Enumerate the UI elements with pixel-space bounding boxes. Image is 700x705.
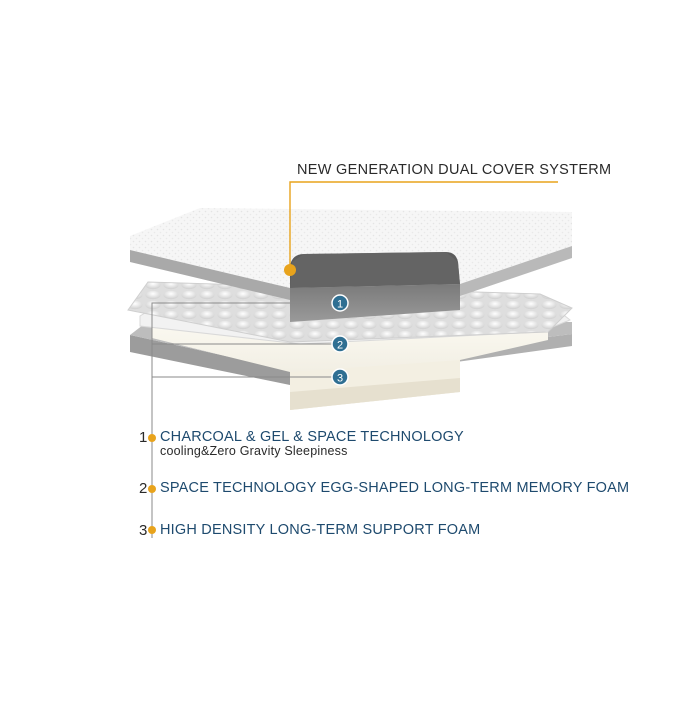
feature-3-number: 3 bbox=[139, 522, 148, 539]
feature-2-number: 2 bbox=[139, 480, 148, 497]
feature-1-number: 1 bbox=[139, 429, 148, 446]
feature-2-dot bbox=[148, 485, 156, 493]
marker-3: 3 bbox=[331, 368, 349, 386]
feature-1-subtitle: cooling&Zero Gravity Sleepiness bbox=[160, 444, 348, 458]
marker-2-label: 2 bbox=[337, 340, 343, 352]
feature-3-title: HIGH DENSITY LONG-TERM SUPPORT FOAM bbox=[160, 522, 481, 538]
dual-cover-dot bbox=[284, 264, 296, 276]
marker-3-label: 3 bbox=[337, 373, 343, 385]
marker-1-label: 1 bbox=[337, 299, 343, 311]
marker-1: 1 bbox=[331, 294, 349, 312]
feature-1-dot bbox=[148, 434, 156, 442]
leader-lines bbox=[151, 181, 558, 538]
marker-2: 2 bbox=[331, 335, 349, 353]
feature-3-dot bbox=[148, 526, 156, 534]
top-cover bbox=[130, 208, 572, 322]
feature-2-title: SPACE TECHNOLOGY EGG-SHAPED LONG-TERM ME… bbox=[160, 480, 630, 496]
accent-dots bbox=[148, 264, 296, 534]
feature-1-title: CHARCOAL & GEL & SPACE TECHNOLOGY bbox=[160, 429, 464, 445]
dual-cover-title: NEW GENERATION DUAL COVER SYSTERM bbox=[297, 162, 612, 178]
